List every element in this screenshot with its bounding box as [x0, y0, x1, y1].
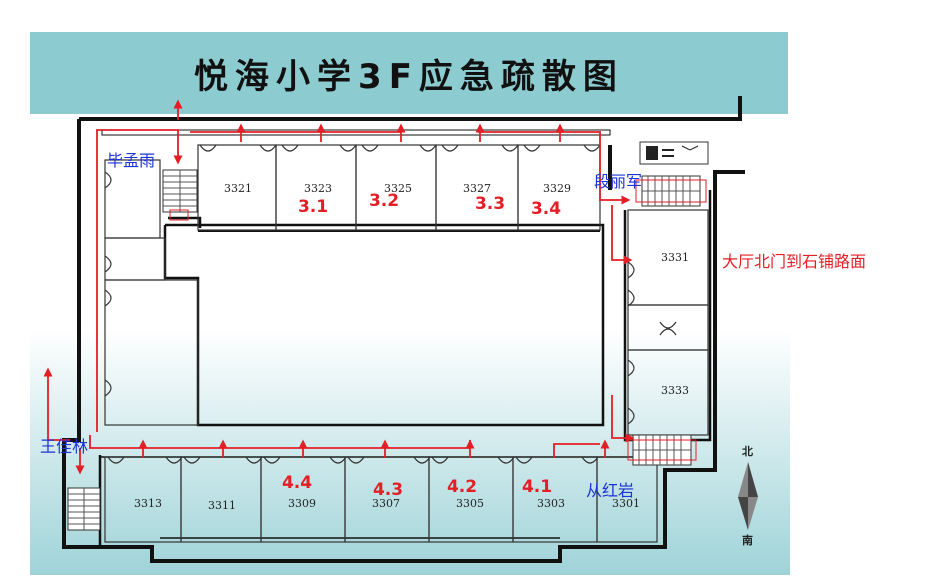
person-label-southwest: 王佳林: [40, 437, 89, 456]
page-title: 悦海小学3F应急疏散图: [194, 56, 624, 97]
stair-icon: [635, 175, 707, 207]
title-banner: [30, 32, 788, 114]
compass-icon: [738, 462, 758, 530]
route-note: 大厅北门到石铺路面: [722, 252, 867, 271]
zone-label: 4.3: [372, 480, 404, 500]
compass-north-label: 北: [742, 445, 753, 458]
room-label: 3311: [208, 499, 236, 512]
zone-label: 3.2: [368, 191, 400, 211]
person-label-northwest: 毕孟雨: [107, 151, 156, 170]
zone-label: 3.4: [530, 199, 562, 219]
stair-icon: [162, 169, 198, 221]
zone-label: 4.1: [521, 477, 553, 497]
west-rooms: [104, 159, 199, 426]
stair-icon: [67, 487, 101, 531]
room-label: 3305: [456, 497, 484, 510]
room-label: 3333: [661, 384, 689, 397]
stair-icon: [627, 434, 697, 466]
room-label: 3325: [384, 182, 412, 195]
room-label: 3323: [304, 182, 332, 195]
compass-south-label: 南: [742, 534, 753, 547]
zone-label: 3.1: [297, 197, 329, 217]
person-label-southeast: 从红岩: [586, 481, 635, 500]
room-label: 3321: [224, 182, 252, 195]
person-label-northeast: 段丽军: [594, 172, 643, 191]
zone-label: 4.4: [281, 473, 313, 493]
room-label: 3329: [543, 182, 571, 195]
zone-label: 3.3: [474, 194, 506, 214]
room-label: 3303: [537, 497, 565, 510]
evacuation-route: [43, 99, 635, 475]
zone-label: 4.2: [446, 477, 478, 497]
room-label: 3313: [134, 497, 162, 510]
room-label: 3331: [661, 251, 689, 264]
room-label: 3327: [463, 182, 491, 195]
south-classrooms: [104, 456, 658, 543]
room-label: 3309: [288, 497, 316, 510]
north-classrooms: [197, 144, 601, 231]
exit-sign-icon: [639, 141, 709, 165]
room-label: 3301: [612, 497, 640, 510]
room-label: 3307: [372, 497, 400, 510]
